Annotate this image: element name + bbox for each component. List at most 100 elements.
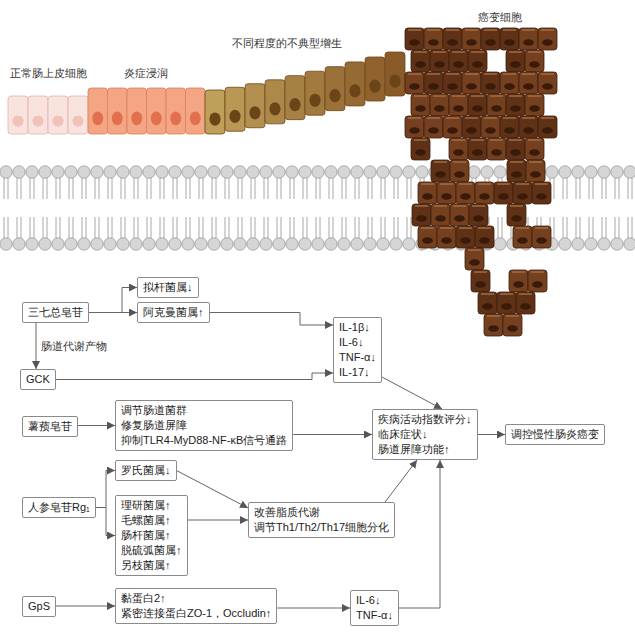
lipid-tail [303, 217, 304, 240]
cancer-cell [519, 72, 538, 94]
bacteria-box: 罗氏菌属↓ [115, 460, 177, 481]
cancer-cell [450, 204, 469, 226]
node-text: IL-1β↓ [339, 320, 376, 335]
node-text: 疾病活动指数评分↓ [378, 412, 472, 427]
lipid-tail [8, 176, 9, 199]
lipid-tail [238, 176, 239, 199]
cancer-cell [506, 50, 525, 72]
lipid-tail [21, 176, 22, 199]
cell-nucleus [453, 61, 464, 68]
lipid-tail [229, 217, 230, 240]
microvilli [516, 183, 529, 184]
microvilli [452, 51, 465, 52]
cell-nucleus [513, 281, 524, 288]
cancer-cell [449, 50, 468, 72]
lipid-head [156, 166, 168, 178]
cell-nucleus [309, 94, 320, 107]
lipid-tail [576, 217, 577, 240]
microvilli [529, 161, 542, 162]
cancer-cell [494, 182, 513, 204]
lipid-tail [307, 176, 308, 199]
connector-arrow [89, 312, 137, 313]
cell-nucleus [72, 115, 83, 126]
lipid-tail [34, 176, 35, 199]
cell-nucleus [520, 303, 531, 310]
lipid-head [351, 166, 363, 178]
microvilli [434, 161, 447, 162]
cell-nucleus [422, 193, 433, 200]
lipid-tail [225, 176, 226, 199]
cancer-cell [481, 72, 500, 94]
lipid-tail [372, 176, 373, 199]
lipid-tail [294, 217, 295, 240]
lipid-tail [99, 176, 100, 199]
lipid-tail [290, 176, 291, 199]
cancer-cell [437, 182, 456, 204]
cell-nucleus [453, 105, 464, 112]
inflamed-cell [147, 88, 167, 134]
edge-label: 肠道代谢产物 [41, 339, 107, 353]
cancer-cell [424, 28, 443, 50]
lipid-tail [121, 176, 122, 199]
lipid-tail [411, 176, 412, 199]
cancer-cell [507, 160, 526, 182]
lipid-tail [606, 217, 607, 240]
cell-nucleus [32, 115, 43, 126]
cell-nucleus [389, 74, 400, 87]
lipid-tail [190, 217, 191, 240]
lipid-tail [316, 176, 317, 199]
lipid-head [234, 238, 246, 250]
cancer-cell [443, 72, 462, 94]
lipid-tail [108, 217, 109, 240]
cancer-cell [430, 94, 449, 116]
cell-nucleus [447, 39, 458, 46]
node-text: 肠道屏障功能↑ [378, 442, 472, 457]
microvilli [528, 95, 541, 96]
lipid-tail [95, 217, 96, 240]
cell-nucleus [422, 237, 433, 244]
cell-nucleus [454, 215, 465, 222]
lipid-head [390, 166, 402, 178]
lipid-tail [264, 176, 265, 199]
lipid-head [221, 238, 233, 250]
node-text: 黏蛋白2↑ [121, 591, 271, 606]
microvilli [446, 117, 459, 118]
cell-nucleus [485, 39, 496, 46]
cell-nucleus [473, 215, 484, 222]
lipid-tail [576, 176, 577, 199]
lipid-tail [281, 176, 282, 199]
lipid-head [91, 166, 103, 178]
cell-nucleus [466, 127, 477, 134]
cell-nucleus [409, 127, 420, 134]
node-text: 另枝菌属↑ [121, 558, 182, 573]
microvilli [503, 73, 516, 74]
lipid-tail [628, 176, 629, 199]
lipid-tail [255, 176, 256, 199]
cancer-cell [487, 94, 506, 116]
cell-nucleus [498, 193, 509, 200]
cell-nucleus [112, 111, 123, 125]
cell-nucleus [454, 171, 465, 178]
cell-nucleus [434, 105, 445, 112]
lipid-tail [164, 176, 165, 199]
lipid-tail [619, 217, 620, 240]
node-text: IL-17↓ [339, 365, 376, 380]
node-text: 紧密连接蛋白ZO-1，Occludin↑ [121, 606, 271, 621]
microvilli [541, 29, 554, 30]
cancer-cell [525, 50, 544, 72]
lipid-head [390, 238, 402, 250]
cancer-cell [424, 116, 443, 138]
lipid-tail [563, 217, 564, 240]
cancer-cell [443, 28, 462, 50]
lipid-head [338, 238, 350, 250]
cell-nucleus [269, 102, 280, 115]
cell-nucleus [409, 83, 420, 90]
lipid-tail [589, 217, 590, 240]
lipid-head [273, 166, 285, 178]
lipid-head [299, 166, 311, 178]
cancer-cell [506, 94, 525, 116]
lipid-head [325, 166, 337, 178]
lipid-head [598, 166, 610, 178]
microvilli [500, 293, 513, 294]
lipid-tail [47, 176, 48, 199]
